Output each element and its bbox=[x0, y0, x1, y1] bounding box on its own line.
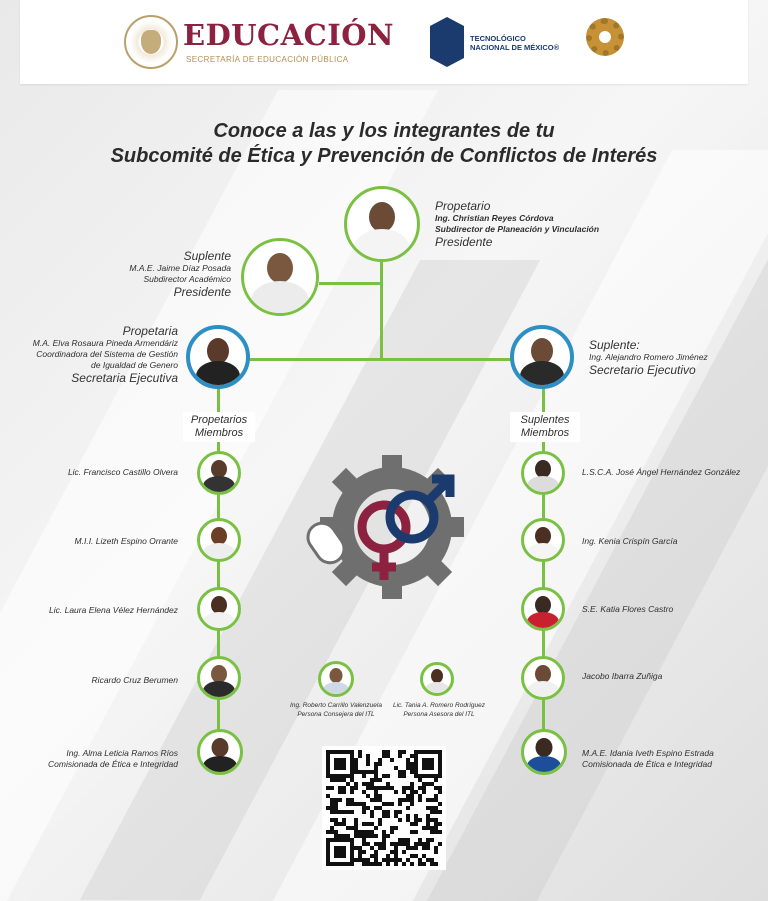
alt-president-title: Presidente bbox=[173, 285, 231, 299]
page-title-line-1: Conoce a las y los integrantes de tu bbox=[213, 120, 555, 142]
alt-president-name: M.A.E. Jaime Díaz Posada bbox=[129, 263, 231, 273]
right-member-name: Ing. Kenia Crispín García bbox=[582, 536, 678, 546]
advisor-role: Persona Consejera del ITL bbox=[297, 711, 375, 718]
alt-secretary-name: Ing. Alejandro Romero Jiménez bbox=[589, 352, 708, 362]
right-member-name: L.S.C.A. José Ángel Hernández González bbox=[582, 467, 741, 477]
tecnm-line-2: NACIONAL DE MÉXICO® bbox=[470, 43, 560, 52]
advisor-photo bbox=[318, 661, 354, 697]
left-group-label: Propetarios Miembros bbox=[183, 412, 255, 442]
sep-subtitle: SECRETARÍA DE EDUCACIÓN PÚBLICA bbox=[186, 55, 349, 64]
alt-president-position: Subdirector Académico bbox=[143, 274, 231, 284]
secretary-photo bbox=[186, 325, 250, 389]
qr-code-pattern bbox=[326, 750, 442, 866]
advisor-info: Lic. Tania A. Romero Rodríguez Persona A… bbox=[380, 701, 498, 719]
president-role: Propetario bbox=[435, 199, 491, 213]
president-photo bbox=[344, 186, 420, 262]
right-member-name: S.E. Katia Flores Castro bbox=[582, 604, 674, 614]
advisor-name: Lic. Tania A. Romero Rodríguez bbox=[392, 702, 485, 709]
right-member-photo bbox=[521, 729, 567, 775]
connector-alt-president bbox=[319, 282, 381, 285]
left-group-line-2: Miembros bbox=[194, 427, 244, 439]
right-group-line-1: Suplentes bbox=[520, 414, 570, 426]
connector-president-vertical bbox=[380, 262, 383, 360]
left-member-name: Lic. Francisco Castillo Olvera bbox=[67, 467, 178, 477]
left-member-name: Ing. Alma Leticia Ramos Ríos bbox=[66, 748, 178, 758]
left-member-name: Ricardo Cruz Berumen bbox=[91, 675, 178, 685]
alt-secretary-role: Suplente: bbox=[589, 338, 640, 352]
alt-president-info: Suplente M.A.E. Jaime Díaz Posada Subdir… bbox=[40, 249, 231, 299]
left-member-photo bbox=[197, 729, 243, 775]
female-symbol-icon bbox=[357, 500, 411, 580]
tecnm-line-1: TECNOLÓGICO bbox=[470, 34, 526, 43]
secretary-title: Secretaria Ejecutiva bbox=[71, 371, 178, 385]
right-member-name: Jacobo Ibarra Zuñiga bbox=[582, 671, 663, 681]
president-info: Propetario Ing. Christian Reyes Córdova … bbox=[435, 199, 599, 249]
page-title-line-2: Subcomité de Ética y Prevención de Confl… bbox=[110, 145, 658, 167]
tecnm-name: TECNOLÓGICO NACIONAL DE MÉXICO® bbox=[470, 34, 559, 52]
right-member-info: M.A.E. Idania Iveth Espino Estrada Comis… bbox=[582, 748, 714, 770]
alt-secretary-title: Secretario Ejecutivo bbox=[589, 363, 696, 377]
right-member-photo bbox=[521, 518, 565, 562]
mouse-icon bbox=[306, 521, 346, 565]
secretary-info: Propetaria M.A. Elva Rosaura Pineda Arme… bbox=[6, 324, 178, 385]
connector-right-column bbox=[542, 388, 545, 750]
sep-title: EDUCACIÓN bbox=[183, 18, 395, 52]
right-group-label: Suplentes Miembros bbox=[510, 412, 580, 442]
tecnm-logo-icon bbox=[430, 17, 464, 67]
sep-seal-icon bbox=[124, 15, 178, 69]
president-name: Ing. Christian Reyes Córdova bbox=[435, 213, 554, 223]
left-member-photo bbox=[197, 656, 241, 700]
right-member-photo bbox=[521, 451, 565, 495]
gender-gear-emblem bbox=[306, 455, 464, 599]
qr-code[interactable] bbox=[322, 746, 446, 870]
alt-secretary-photo bbox=[510, 325, 574, 389]
secretary-role: Propetaria bbox=[122, 324, 178, 338]
left-member-note: Comisionada de Ética e Integridad bbox=[48, 759, 178, 769]
right-member-photo bbox=[521, 587, 565, 631]
advisor-name: Ing. Roberto Carrillo Valenzuela bbox=[290, 702, 382, 709]
connector-left-column bbox=[217, 388, 220, 750]
itl-gear-logo-icon bbox=[586, 18, 624, 56]
advisor-photo bbox=[420, 662, 454, 696]
secretary-position-1: Coordinadora del Sistema de Gestión bbox=[36, 349, 178, 359]
connector-horizontal bbox=[240, 358, 512, 361]
alt-secretary-info: Suplente: Ing. Alejandro Romero Jiménez … bbox=[589, 338, 708, 377]
secretary-position-2: de Igualdad de Genero bbox=[91, 360, 178, 370]
right-member-name: M.A.E. Idania Iveth Espino Estrada bbox=[582, 748, 714, 758]
alt-president-role: Suplente bbox=[183, 249, 231, 263]
right-member-photo bbox=[521, 656, 565, 700]
left-member-photo bbox=[197, 587, 241, 631]
left-member-photo bbox=[197, 451, 241, 495]
president-position: Subdirector de Planeación y Vinculación bbox=[435, 224, 600, 234]
left-member-name: M.I.I. Lizeth Espino Orrante bbox=[74, 536, 178, 546]
right-member-note: Comisionada de Ética e Integridad bbox=[582, 759, 712, 769]
alt-president-photo bbox=[241, 238, 319, 316]
left-member-name: Lic. Laura Elena Vélez Hernández bbox=[49, 605, 178, 615]
advisor-role: Persona Asesora del ITL bbox=[403, 711, 475, 718]
president-title: Presidente bbox=[435, 235, 493, 249]
header-bar: EDUCACIÓN SECRETARÍA DE EDUCACIÓN PÚBLIC… bbox=[20, 0, 748, 84]
left-group-line-1: Propetarios bbox=[190, 414, 248, 426]
left-member-info: Ing. Alma Leticia Ramos Ríos Comisionada… bbox=[20, 748, 178, 770]
advisor-info: Ing. Roberto Carrillo Valenzuela Persona… bbox=[276, 701, 396, 719]
right-group-line-2: Miembros bbox=[520, 427, 570, 439]
left-member-photo bbox=[197, 518, 241, 562]
secretary-name: M.A. Elva Rosaura Pineda Armendáriz bbox=[32, 338, 178, 348]
male-symbol-icon bbox=[385, 474, 455, 544]
